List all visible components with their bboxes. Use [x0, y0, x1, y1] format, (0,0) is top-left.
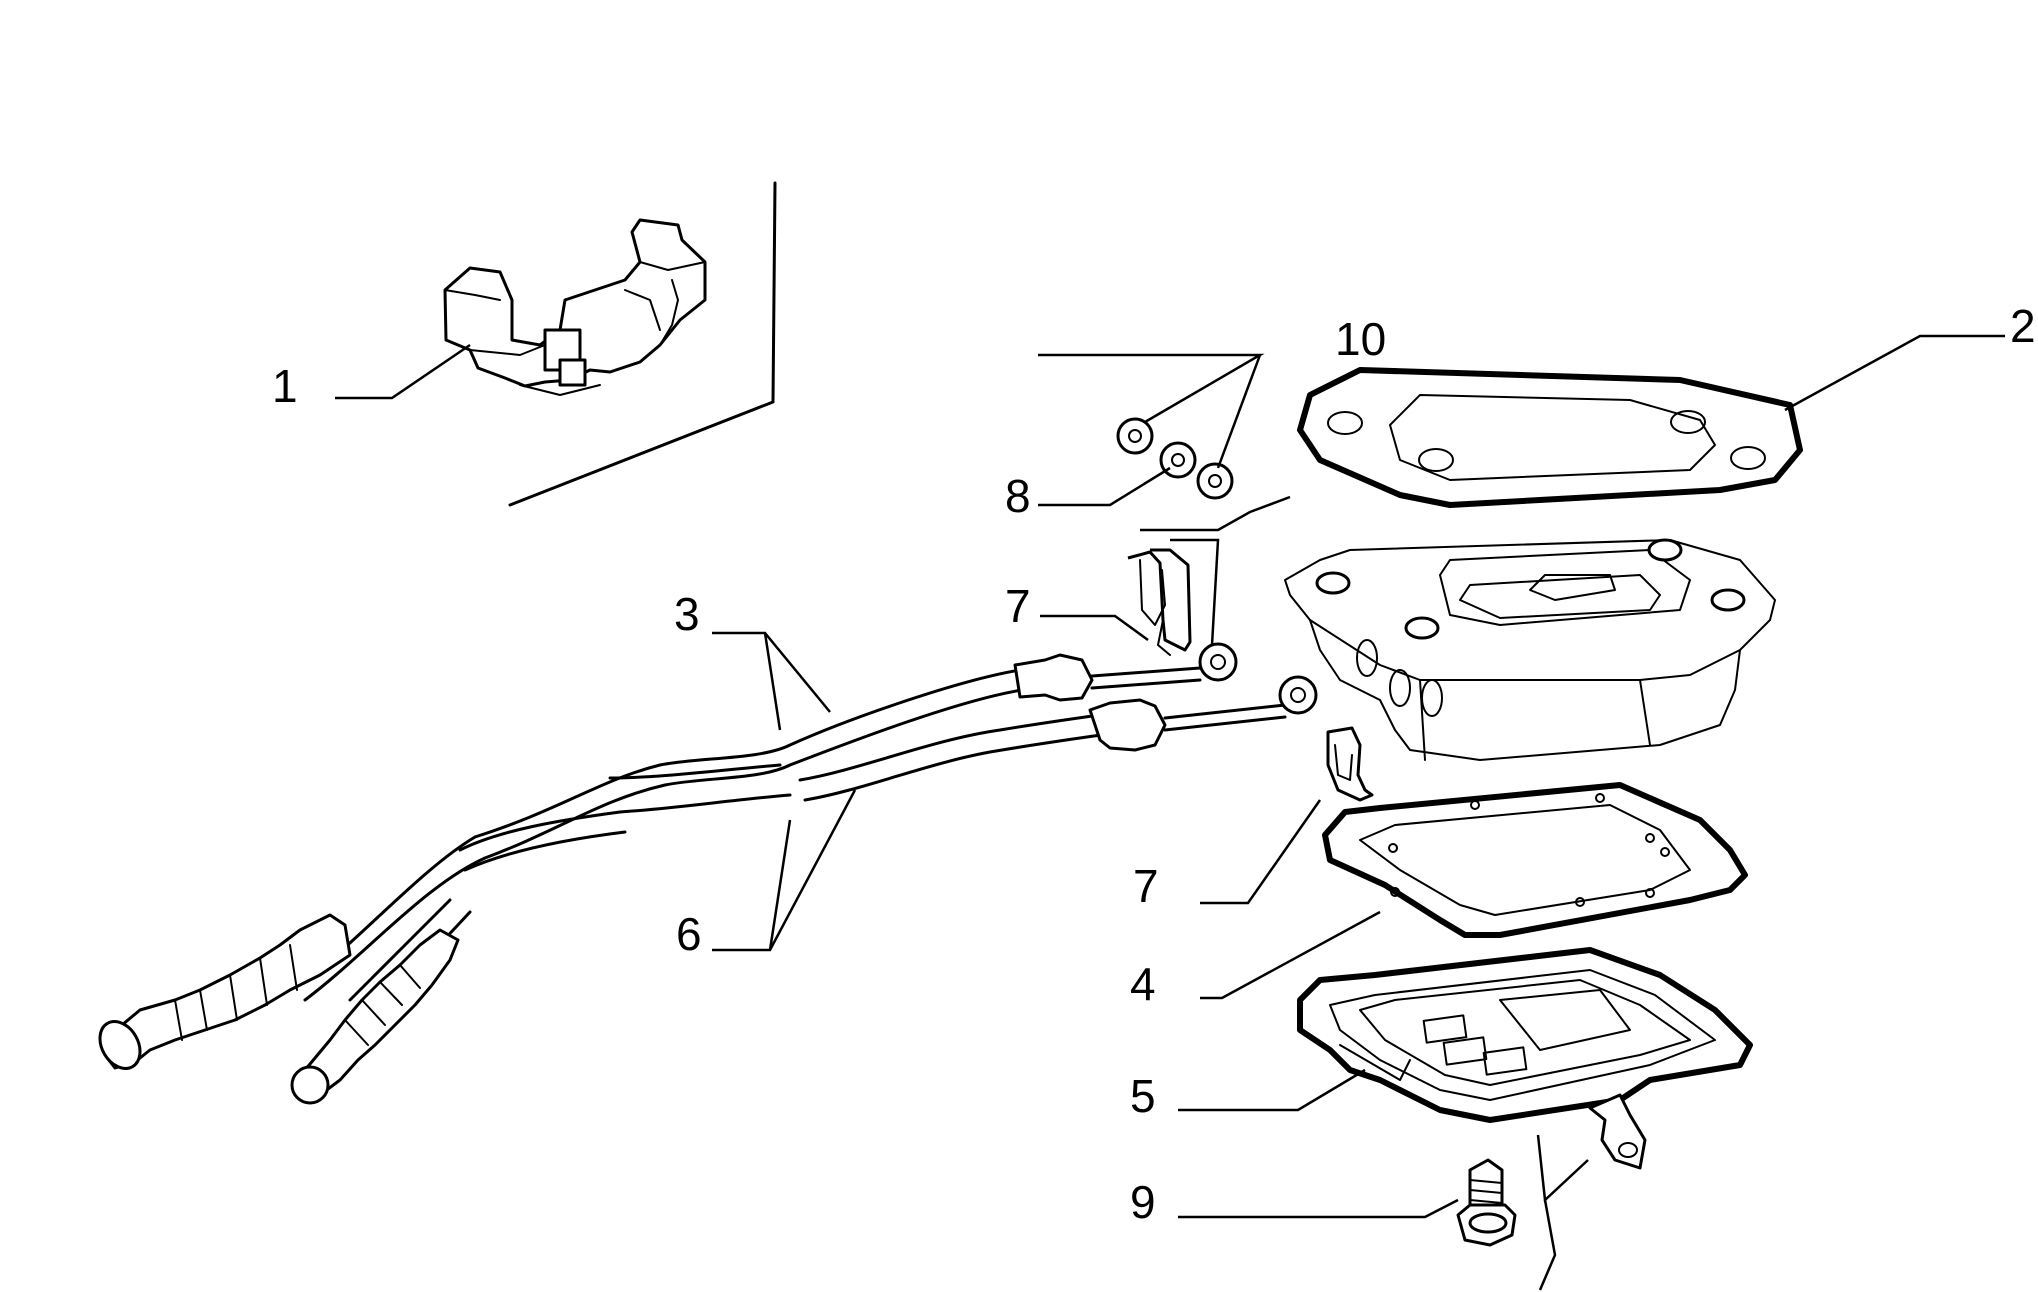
callout-6: 6 [676, 908, 702, 960]
callout-9: 9 [1130, 1176, 1156, 1228]
part-9-bolt [1456, 1158, 1517, 1247]
callout-4: 4 [1130, 958, 1156, 1010]
part-7-lower-clip [1326, 726, 1374, 802]
part-1-cable-clip [443, 218, 707, 396]
callout-3: 3 [674, 588, 700, 640]
part-3-upper-cable [98, 642, 1238, 1070]
part-7-upper-clip [1127, 548, 1192, 656]
inset-frame [508, 181, 777, 507]
callout-10: 10 [1335, 313, 1386, 365]
part-8-nut [1159, 441, 1197, 479]
callout-7-lower: 7 [1133, 860, 1159, 912]
gearbox-housing [1284, 538, 1776, 761]
callout-1: 1 [272, 360, 298, 412]
part-6-lower-cable [290, 675, 1318, 1105]
part-5-cover-plate [1297, 947, 1753, 1170]
part-4-lower-gasket [1322, 782, 1748, 938]
callout-8: 8 [1005, 470, 1031, 522]
callout-5: 5 [1130, 1070, 1156, 1122]
callout-2: 2 [2010, 300, 2036, 352]
callout-7-upper: 7 [1005, 580, 1031, 632]
leader-lines [335, 334, 2005, 1291]
part-2-top-gasket [1297, 367, 1803, 508]
part-10-washers [1116, 417, 1234, 500]
